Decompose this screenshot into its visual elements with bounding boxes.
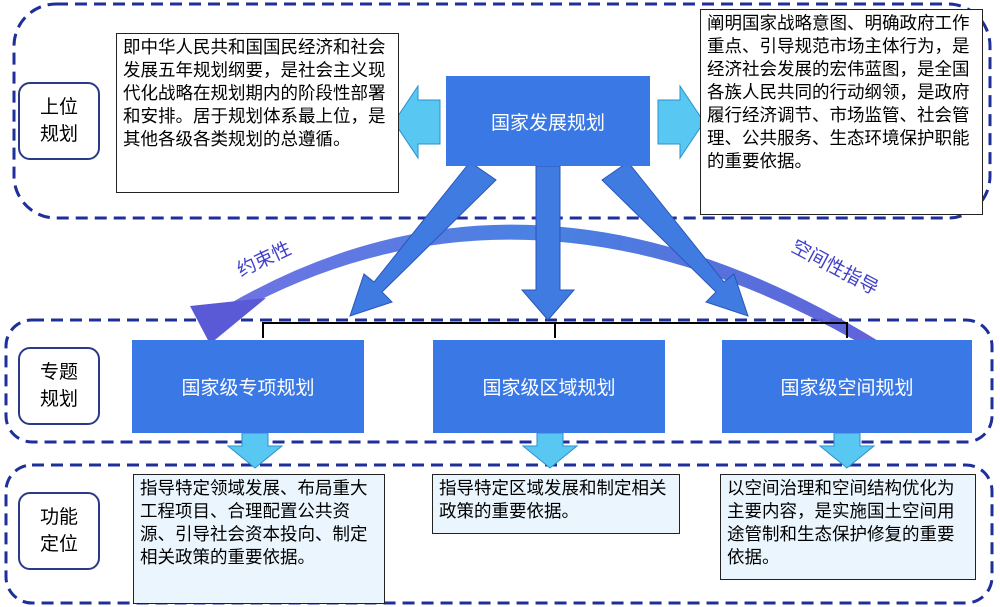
arrow-to-special-right <box>601 161 749 317</box>
special-plan-region <box>4 318 994 444</box>
down-arrow-1 <box>226 432 284 469</box>
arc-left-arrowhead <box>190 298 266 344</box>
function-desc-spatial: 以空间治理和空间结构优化为主要内容，是实施国土空间用途管制和生态保护修复的重要依… <box>720 474 976 580</box>
level-label-function: 功能 定位 <box>18 492 100 570</box>
down-arrow-2 <box>521 432 579 469</box>
special-plan-box-spatial: 国家级空间规划 <box>722 340 972 433</box>
national-plan-box: 国家发展规划 <box>446 76 650 166</box>
arrow-to-special-middle <box>520 165 576 321</box>
function-desc-thematic: 指导特定领域发展、布局重大工程项目、合理配置公共资源、引导社会资本投向、制定相关… <box>133 474 385 604</box>
left-pointer-arrow <box>393 84 441 160</box>
right-pointer-arrow <box>657 84 705 160</box>
special-plan-box-regional: 国家级区域规划 <box>433 340 665 433</box>
arc-band <box>206 224 880 342</box>
national-plan-left-description: 即中华人民共和国国民经济和社会发展五年规划纲要，是社会主义现代化战略在规划期内的… <box>116 33 399 193</box>
level-label-special: 专题 规划 <box>18 347 100 425</box>
function-desc-regional: 指导特定区域发展和制定相关政策的重要依据。 <box>432 474 680 534</box>
down-arrow-3 <box>818 432 876 469</box>
national-plan-right-description: 阐明国家战略意图、明确政府工作重点、引导规范市场主体行为，是经济社会发展的宏伟蓝… <box>700 9 983 215</box>
function-region <box>4 463 994 605</box>
special-plan-box-thematic: 国家级专项规划 <box>132 340 364 433</box>
arrow-to-special-left <box>349 161 497 317</box>
level-label-upper: 上位 规划 <box>18 82 100 160</box>
upper-plan-region <box>12 2 992 220</box>
